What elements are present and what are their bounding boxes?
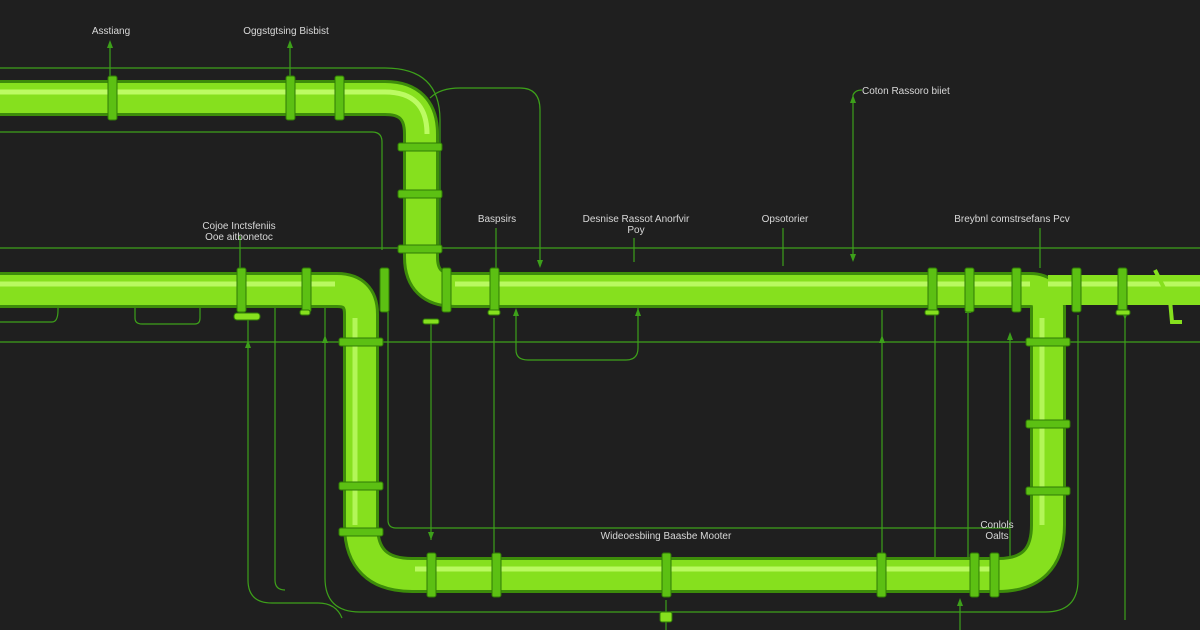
flange xyxy=(107,75,118,121)
arrow-icon xyxy=(107,40,113,48)
guide-line xyxy=(515,308,639,361)
valve-icon xyxy=(1115,309,1131,316)
flange xyxy=(1025,337,1071,347)
guide-line xyxy=(0,131,383,250)
guide-line xyxy=(0,300,59,323)
label-mid3: Opsotorier xyxy=(761,214,809,225)
flange xyxy=(489,267,500,313)
guide-line xyxy=(429,87,541,266)
flange xyxy=(1025,486,1071,496)
valve-icon xyxy=(924,309,940,316)
flanges xyxy=(107,75,1128,598)
pipe-outline xyxy=(0,80,1066,593)
label-line: Ooe aitbonetoc xyxy=(205,232,273,243)
guide-line xyxy=(134,305,201,325)
guide-line xyxy=(274,305,286,591)
valve-icon xyxy=(487,309,501,316)
flange xyxy=(338,481,384,491)
valve-icon xyxy=(233,312,261,321)
flange xyxy=(964,267,975,313)
arrow-icon xyxy=(957,598,963,606)
label-top-left: Asstiang xyxy=(91,26,131,37)
flange xyxy=(1025,419,1071,429)
flange xyxy=(397,142,443,152)
arrow-icon xyxy=(513,308,519,316)
arrow-icon xyxy=(879,335,885,343)
arrow-icon xyxy=(428,532,434,540)
label-top-right: Coton Rassoro biiet xyxy=(862,86,950,97)
arrow-icon xyxy=(287,40,293,48)
flange xyxy=(379,267,390,313)
flange xyxy=(969,552,980,598)
flange xyxy=(1011,267,1022,313)
guide-line xyxy=(324,300,1079,613)
flange xyxy=(491,552,502,598)
arrow-icon xyxy=(635,308,641,316)
flange xyxy=(1117,267,1128,313)
arrow-icon xyxy=(850,95,856,103)
pipe-elbow-icon xyxy=(1153,269,1182,324)
label-line: Poy xyxy=(627,225,645,236)
flange xyxy=(236,267,247,313)
flange xyxy=(441,267,452,313)
flange xyxy=(426,552,437,598)
label-mid2: Desnise Rassot Anorfvir Poy xyxy=(576,214,696,236)
arrow-icon xyxy=(1007,332,1013,340)
flange xyxy=(927,267,938,313)
label-top-mid: Oggstgtsing Bisbist xyxy=(243,26,329,37)
flange xyxy=(285,75,296,121)
label-left-mid: Cojoe Inctsfeniis Ooe aitbonetoc xyxy=(196,221,282,243)
flange xyxy=(876,552,887,598)
fittings xyxy=(233,269,1182,623)
label-line: Desnise Rassot Anorfvir xyxy=(582,214,690,225)
flange xyxy=(338,337,384,347)
arrow-icon xyxy=(537,260,543,268)
guide-line xyxy=(387,308,1010,529)
pipe-body xyxy=(0,83,1063,590)
flange xyxy=(1071,267,1082,313)
guide-lines xyxy=(0,42,1200,630)
label-bottom-right: Conlols Oalts xyxy=(975,520,1019,542)
arrow-icon xyxy=(850,254,856,262)
flange xyxy=(397,244,443,254)
arrow-icon xyxy=(322,335,328,343)
label-right-mid: Breybnl comstrsefans Pcv xyxy=(954,214,1070,225)
label-line: Cojoe Inctsfeniis xyxy=(202,221,276,232)
flange xyxy=(301,267,312,313)
pipes xyxy=(0,80,1200,593)
label-mid1: Baspsirs xyxy=(477,214,517,225)
label-line: Conlols xyxy=(980,520,1014,531)
guide-line xyxy=(852,89,863,96)
flange xyxy=(338,527,384,537)
flange xyxy=(334,75,345,121)
label-bottom-mid: Wideoesbiing Baasbe Mooter xyxy=(600,531,732,542)
valve-icon xyxy=(422,318,440,325)
pipe-highlight xyxy=(0,89,430,135)
flange xyxy=(661,552,672,598)
flange xyxy=(989,552,1000,598)
valve-icon xyxy=(659,611,673,623)
valve-icon xyxy=(299,309,311,316)
flange xyxy=(397,189,443,199)
guide-line xyxy=(247,320,343,619)
guide-line xyxy=(0,67,441,250)
label-line: Oalts xyxy=(985,531,1009,542)
arrow-icon xyxy=(245,340,251,348)
